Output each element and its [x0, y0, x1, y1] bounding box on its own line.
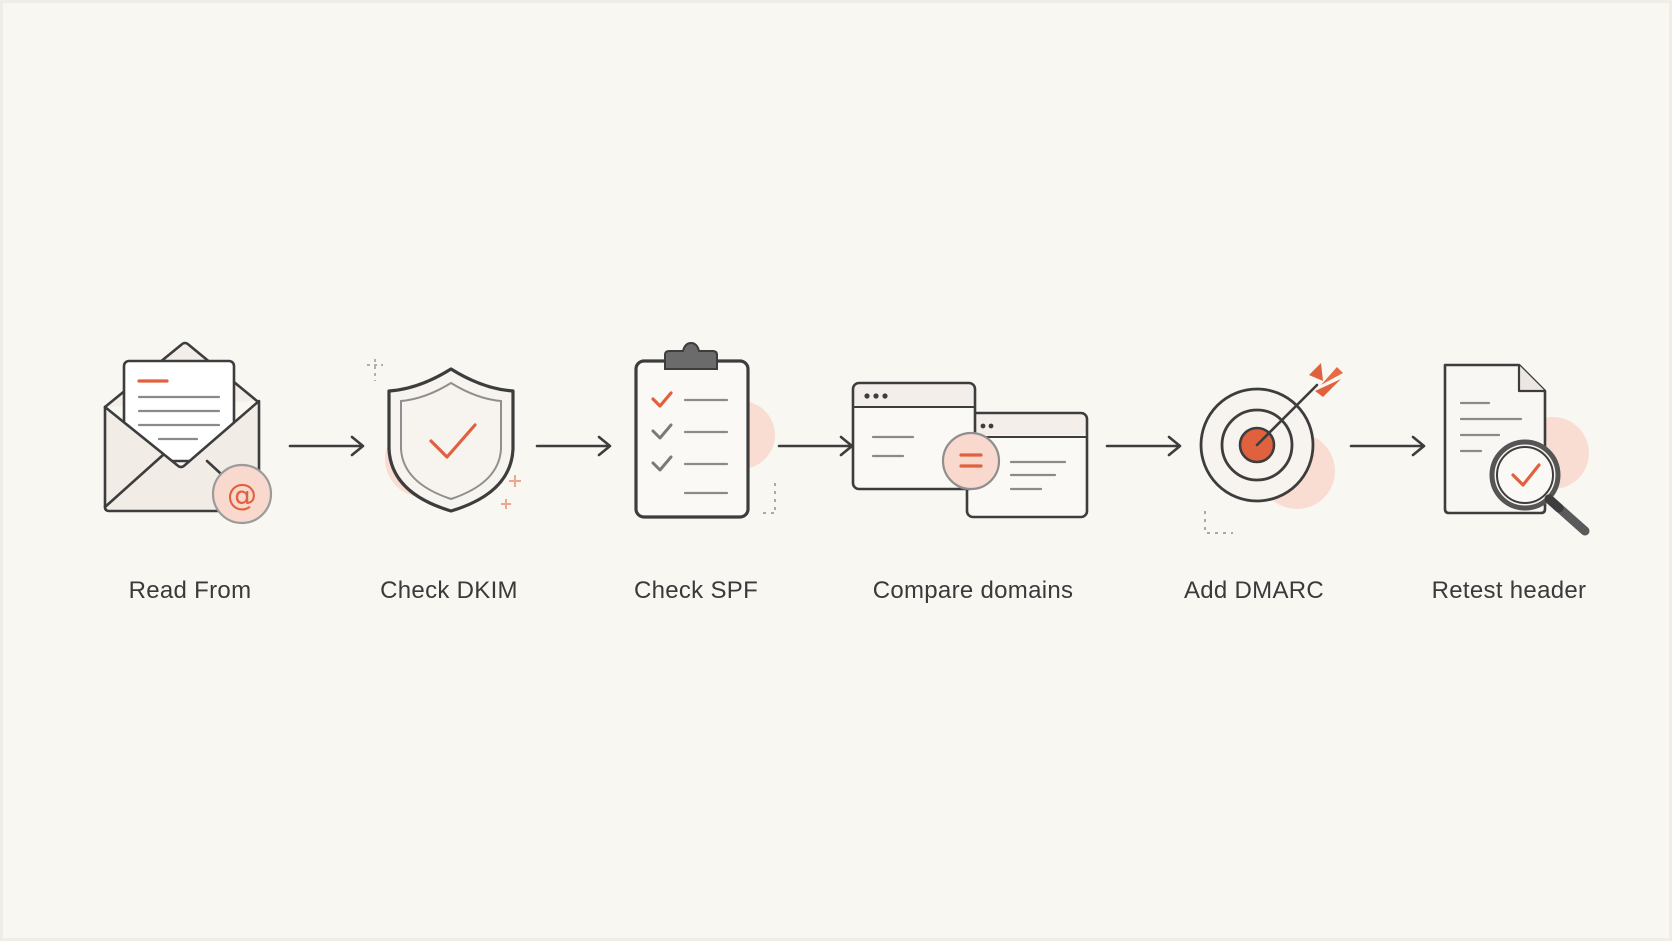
arrow-right-icon — [288, 435, 365, 457]
arrow-right-icon — [777, 435, 854, 457]
step-label-check-spf: Check SPF — [633, 577, 759, 604]
document-magnifier-icon — [1443, 363, 1590, 536]
windows-equal-icon — [851, 381, 1089, 519]
arrow-right-icon — [1105, 435, 1182, 457]
clipboard-checklist-icon — [634, 341, 776, 519]
step-label-add-dmarc: Add DMARC — [1183, 577, 1325, 604]
at-symbol: @ — [227, 478, 257, 513]
step-label-read-from: Read From — [128, 577, 252, 604]
arrow-right-icon — [1349, 435, 1426, 457]
shield-check-icon — [367, 359, 521, 513]
step-label-retest-header: Retest header — [1431, 577, 1587, 604]
arrow-right-icon — [535, 435, 612, 457]
step-label-check-dkim: Check DKIM — [380, 577, 518, 604]
target-arrow-icon — [1199, 363, 1343, 534]
envelope-at-icon: @ — [103, 341, 273, 525]
step-label-compare-domains: Compare domains — [872, 577, 1074, 604]
